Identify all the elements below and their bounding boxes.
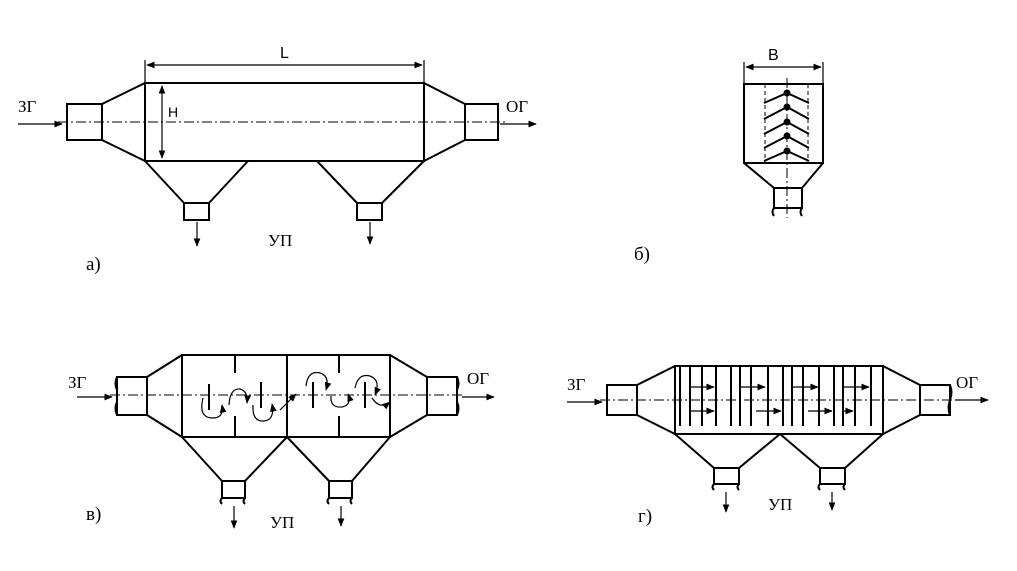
hopper-2-break bbox=[817, 483, 846, 491]
hopper-2-outlet bbox=[328, 480, 353, 499]
caption-v: в) bbox=[86, 504, 101, 525]
length-label: L bbox=[280, 45, 289, 62]
swirl-4 bbox=[279, 393, 297, 411]
swirl-flow-arrows bbox=[201, 371, 391, 422]
hopper-2 bbox=[286, 436, 391, 482]
diagram-g: ЗГ ОГ УП г) bbox=[567, 365, 989, 527]
caption-a: а) bbox=[86, 254, 101, 275]
hopper-1-outlet bbox=[713, 467, 740, 485]
chamber-section bbox=[743, 83, 824, 164]
hopper-1-break bbox=[219, 497, 246, 505]
hopper-1 bbox=[674, 433, 781, 469]
dust-label: УП bbox=[268, 231, 292, 250]
outlet-cone bbox=[423, 82, 466, 162]
dust-label: УП bbox=[270, 513, 294, 532]
hopper-2-outlet bbox=[356, 202, 383, 221]
outlet-break bbox=[947, 384, 953, 416]
swirl-2 bbox=[228, 388, 251, 406]
outlet-cone bbox=[389, 354, 428, 438]
inlet-cone bbox=[636, 365, 676, 435]
shelf-pivot-4 bbox=[783, 132, 791, 140]
chamber-body bbox=[674, 365, 884, 435]
hopper-1-break bbox=[711, 483, 740, 491]
swirl-1 bbox=[201, 397, 227, 419]
hopper-1 bbox=[144, 160, 249, 204]
plate-flow-arrows bbox=[690, 383, 870, 415]
width-label: B bbox=[768, 47, 779, 64]
diagram-v: ЗГ ОГ УП в) bbox=[68, 354, 495, 532]
caption-g: г) bbox=[638, 506, 652, 527]
outlet-pipe bbox=[426, 376, 458, 416]
swirl-8 bbox=[371, 397, 391, 410]
outlet-break bbox=[456, 376, 460, 416]
shelf-pivot-2 bbox=[783, 103, 791, 111]
diagram-b: B б) bbox=[634, 47, 824, 265]
hopper-1-outlet bbox=[221, 480, 246, 499]
hopper-2-break bbox=[326, 497, 353, 505]
outlet-label: ОГ bbox=[467, 369, 489, 388]
outlet-cone bbox=[882, 365, 921, 435]
swirl-5 bbox=[305, 371, 332, 391]
outlet-label: ОГ bbox=[506, 97, 528, 116]
settling-plates bbox=[679, 366, 872, 426]
section-hopper bbox=[743, 162, 824, 189]
shelf-pivot-3 bbox=[783, 118, 791, 126]
hopper-2 bbox=[316, 160, 425, 204]
caption-b: б) bbox=[634, 244, 650, 265]
swirl-7 bbox=[354, 374, 381, 396]
chevron-shelves bbox=[763, 89, 810, 162]
section-break bbox=[771, 207, 803, 217]
swirl-3 bbox=[252, 403, 277, 422]
hopper-2-outlet bbox=[819, 467, 846, 485]
diagram-a: ЗГ ОГ L H УП а) bbox=[18, 45, 537, 275]
inlet-pipe bbox=[116, 376, 148, 416]
shelf-pivot-5 bbox=[783, 147, 791, 155]
dust-label: УП bbox=[768, 495, 792, 514]
hopper-1 bbox=[181, 436, 288, 482]
outlet-label: ОГ bbox=[956, 373, 978, 392]
inlet-label: ЗГ bbox=[18, 97, 37, 116]
inlet-label: ЗГ bbox=[567, 375, 586, 394]
baffles bbox=[208, 355, 366, 437]
inlet-label: ЗГ bbox=[68, 373, 87, 392]
swirl-6 bbox=[330, 393, 354, 408]
inlet-cone bbox=[146, 354, 183, 438]
hopper-1-outlet bbox=[183, 202, 210, 221]
shelf-pivot-1 bbox=[783, 89, 791, 97]
inlet-cone bbox=[101, 82, 146, 162]
hopper-2 bbox=[779, 433, 884, 469]
section-hopper-outlet bbox=[773, 187, 803, 209]
inlet-break bbox=[114, 376, 118, 416]
height-label: H bbox=[168, 104, 178, 120]
